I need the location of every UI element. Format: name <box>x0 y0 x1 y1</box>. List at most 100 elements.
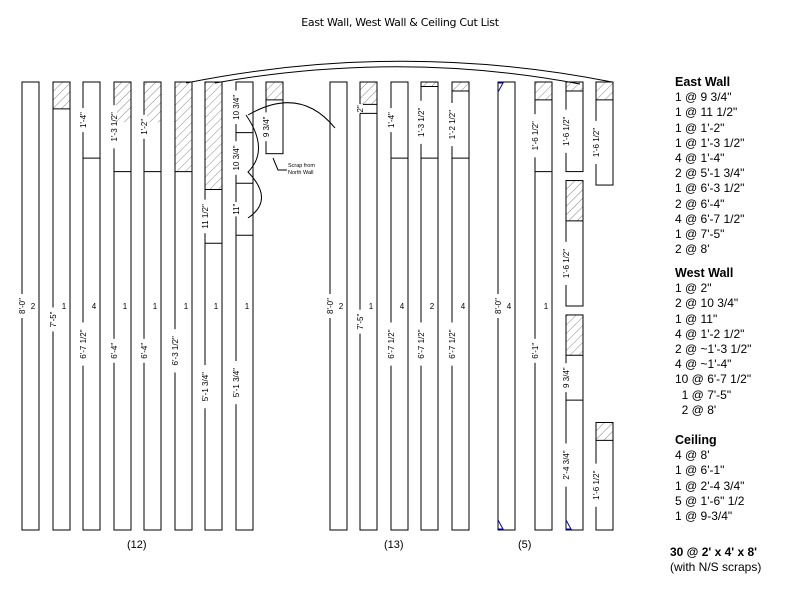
board: 9 3/4" <box>262 81 284 155</box>
legend-item: 5 @ 1'-6" 1/2 <box>675 493 745 508</box>
connector-arcs <box>185 60 613 219</box>
board: 1'-3 1/2"6'-4"1 <box>110 81 132 531</box>
legend-item: 1 @ 11" <box>675 311 718 326</box>
legend-west-wall: West Wall 1 @ 2"2 @ 10 3/4"1 @ 11"4 @ 1'… <box>675 266 751 418</box>
dimension-label: 8'-0" <box>18 298 27 314</box>
legend-item: 1 @ 9 3/4" <box>675 90 732 105</box>
scrap-arc <box>247 102 336 129</box>
legend-ceiling: Ceiling 4 @ 8'1 @ 6'-1"1 @ 2'-4 3/4"5 @ … <box>675 433 744 524</box>
board: 8'-0"4 <box>494 81 516 531</box>
legend-item: 4 @ 1'-4" <box>675 151 725 166</box>
board-quantity: 1 <box>245 302 250 311</box>
dimension-label: 1'-6 1/2" <box>531 121 540 150</box>
waste-hatch <box>566 180 583 221</box>
dimension-label: 1'-6 1/2" <box>562 116 571 145</box>
board-quantity: 4 <box>400 302 405 311</box>
waste-hatch <box>53 82 70 109</box>
board-quantity: 1 <box>123 302 128 311</box>
dimension-label: 7'-5" <box>356 314 365 330</box>
board: 1'-4"6'-7 1/2"4 <box>79 81 101 531</box>
board: 1'-6 1/2"1'-6 1/2"9 3/4"2'-4 3/4" <box>562 81 584 531</box>
dimension-label: 6'-3 1/2" <box>171 336 180 365</box>
top-arc-left <box>185 60 613 84</box>
page-title: East Wall, West Wall & Ceiling Cut List <box>301 16 499 29</box>
dimension-label: 1'-2 1/2" <box>448 110 457 139</box>
legend-item: 4 @ 8' <box>675 448 710 463</box>
group-label-east: (12) <box>127 539 147 551</box>
board-quantity: 4 <box>507 302 512 311</box>
waste-hatch <box>596 82 613 100</box>
waste-hatch <box>205 82 222 190</box>
dimension-label: 1'-4" <box>387 112 396 128</box>
board-quantity: 1 <box>214 302 219 311</box>
legend-item: 1 @ 11 1/2" <box>675 105 738 120</box>
dimension-label: 1'-3 1/2" <box>110 112 119 141</box>
dimension-label: 1'-6 1/2" <box>592 470 601 499</box>
board-quantity: 4 <box>461 302 466 311</box>
dimension-label: 11" <box>232 204 241 215</box>
board-quantity: 1 <box>62 302 67 311</box>
board: 2" 7'-5" 1 <box>356 81 378 531</box>
group-label-west: (13) <box>384 539 404 551</box>
angle-marker <box>497 82 504 93</box>
board: 7'-5"1 <box>49 81 71 531</box>
total-summary: 30 @ 2' x 4' x 8' (with N/S scraps) <box>670 545 761 575</box>
legend-item: 1 @ 7'-5" <box>675 227 725 242</box>
angle-marker <box>497 519 504 530</box>
board: 6'-3 1/2" 1 <box>171 81 193 531</box>
legend-item: 2 @ 8' <box>675 402 717 417</box>
dimension-label: 6'-4" <box>140 343 149 359</box>
legend-item: 1 @ 1'-3 1/2" <box>675 135 745 150</box>
dimension-label: 6'-7 1/2" <box>448 329 457 358</box>
legend-item: 4 @ 1'-2 1/2" <box>675 326 745 341</box>
waste-hatch <box>144 82 161 123</box>
group-label-ceiling: (5) <box>518 539 532 551</box>
scrap-note-line1: Scrap from <box>288 163 315 169</box>
legend-item: 10 @ 6'-7 1/2" <box>675 372 752 387</box>
legend-item: 1 @ 7'-5" <box>675 387 732 402</box>
board: 8'-0"2 <box>326 81 348 531</box>
waste-hatch <box>452 82 469 91</box>
angle-marker <box>565 519 572 530</box>
legend-item: 1 @ 2" <box>675 281 712 296</box>
legend-item: 1 @ 2'-4 3/4" <box>675 478 745 493</box>
dimension-label: 5'-1 3/4" <box>201 372 210 401</box>
dimension-label: 2'-4 3/4" <box>562 450 571 479</box>
board: 11 1/2" 5'-1 3/4" 1 <box>201 81 223 531</box>
scrap-bracket <box>245 114 262 219</box>
dimension-label: 6'-7 1/2" <box>79 329 88 358</box>
waste-hatch <box>566 314 583 356</box>
board-quantity: 1 <box>544 302 549 311</box>
legend-item: 4 @ 6'-7 1/2" <box>675 211 745 226</box>
legend-item: 1 @ 6'-1" <box>675 463 725 478</box>
legend-heading: Ceiling <box>675 433 717 447</box>
board-quantity: 1 <box>369 302 374 311</box>
board: 10 3/4"10 3/4"11"5'-1 3/4"1 <box>232 81 254 531</box>
dimension-label: 1'-6 1/2" <box>592 128 601 157</box>
dimension-label: 6'-7 1/2" <box>387 329 396 358</box>
dimension-label: 2" <box>356 105 365 112</box>
board: 8'-0"2 <box>18 81 40 531</box>
board-quantity: 1 <box>184 302 189 311</box>
legend-item: 2 @ ~1'-3 1/2" <box>675 342 752 357</box>
board-quantity: 2 <box>430 302 435 311</box>
waste-hatch <box>175 82 192 172</box>
waste-hatch <box>266 82 283 100</box>
waste-hatch <box>114 82 131 123</box>
dimension-label: 9 3/4" <box>262 116 271 137</box>
legend-item: 2 @ 8' <box>675 242 710 257</box>
legend-east-wall: East Wall 1 @ 9 3/4"1 @ 11 1/2"1 @ 1'-2"… <box>675 75 744 257</box>
waste-hatch <box>566 82 583 91</box>
dimension-label: 11 1/2" <box>201 204 210 229</box>
legend-item: 1 @ 9-3/4" <box>675 509 733 524</box>
legend-heading: West Wall <box>675 266 734 280</box>
waste-hatch <box>421 82 438 87</box>
dimension-label: 1'-4" <box>79 112 88 128</box>
top-arc-inner <box>214 66 581 85</box>
scrap-leader <box>272 157 287 171</box>
total-note: (with N/S scraps) <box>670 560 762 574</box>
board: 1'-6 1/2"6'-1"1 <box>531 81 553 531</box>
legend-heading: East Wall <box>675 75 731 89</box>
dimension-label: 5'-1 3/4" <box>232 368 241 397</box>
scrap-note-line2: North Wall <box>288 170 313 176</box>
